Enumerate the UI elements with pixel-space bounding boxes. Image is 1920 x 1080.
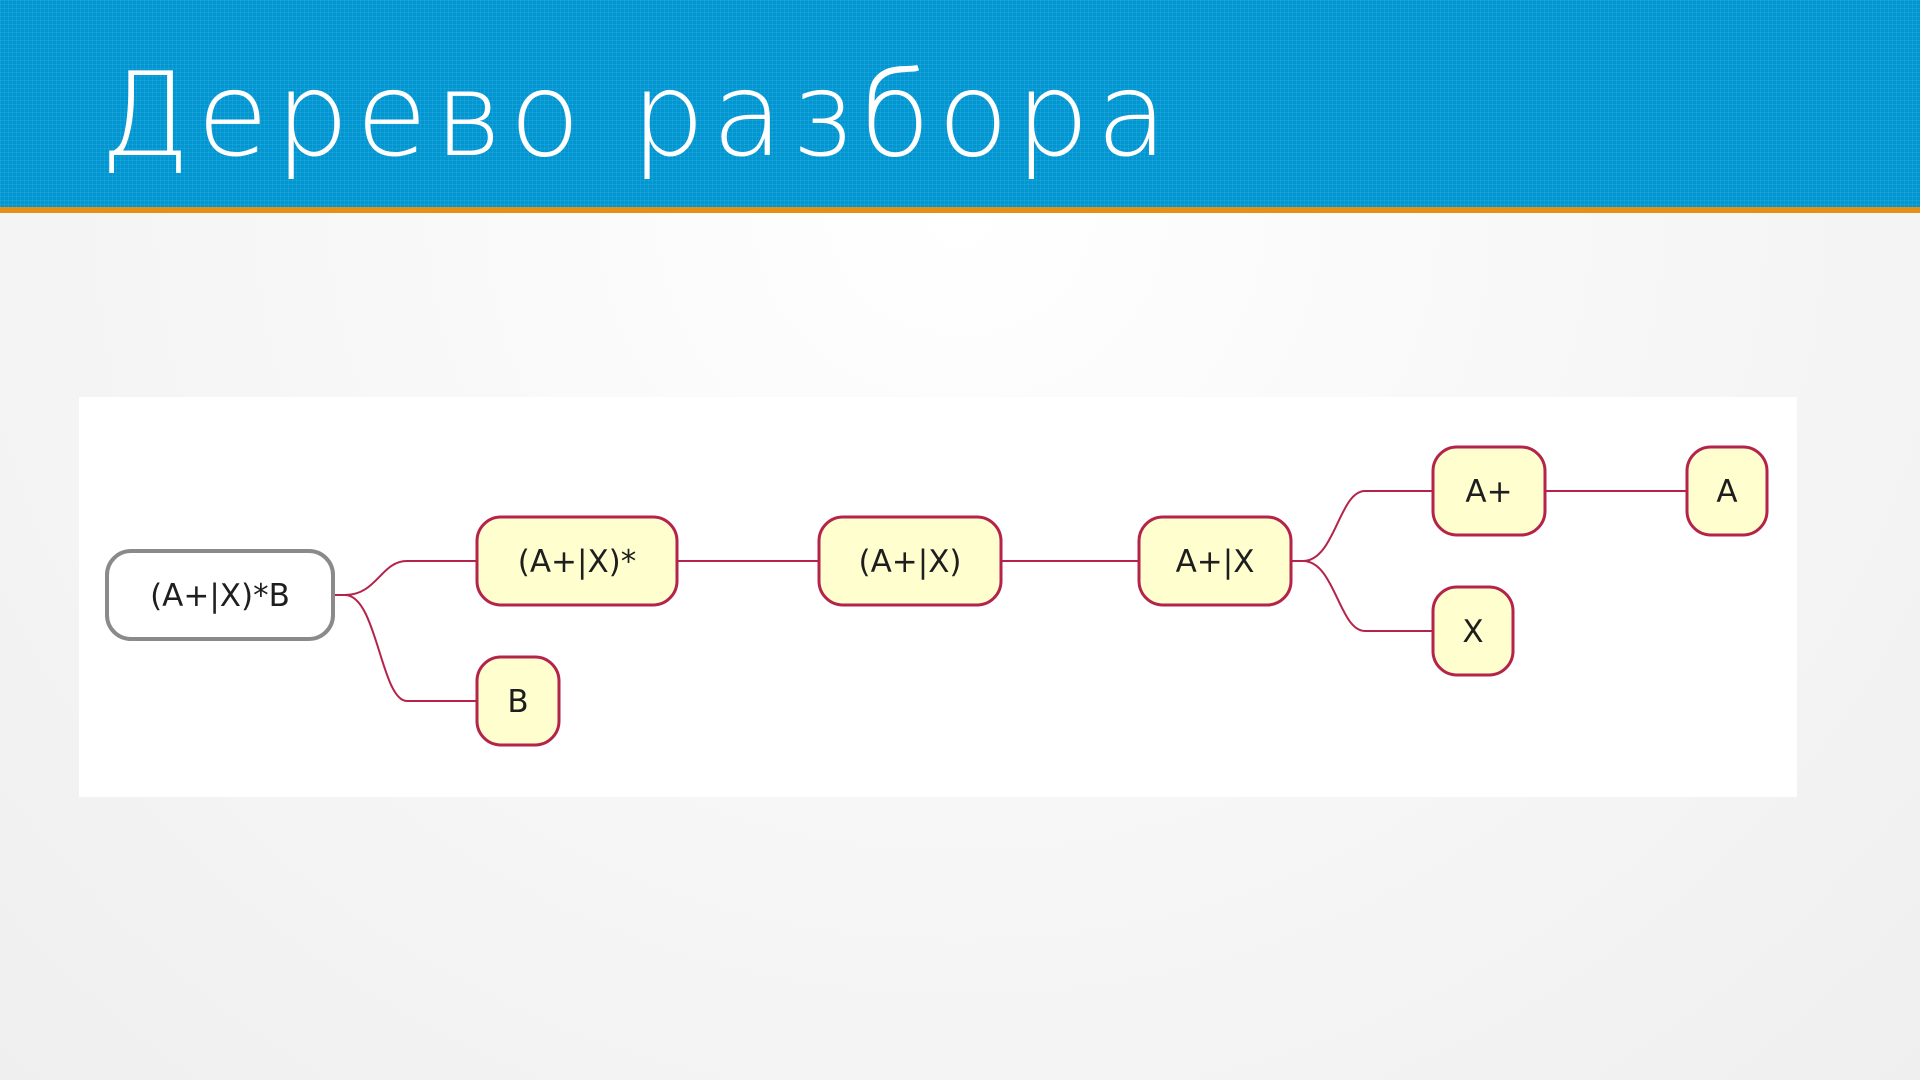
slide-header	[0, 0, 1920, 208]
node-box	[1137, 515, 1293, 607]
node-box	[1431, 445, 1547, 537]
node-box	[1431, 585, 1515, 677]
tree-nodes: (A+|X)*B(A+|X)*B(A+|X)A+|XA+XA	[105, 445, 1769, 747]
node-label: A	[1716, 474, 1737, 510]
parse-tree-canvas: (A+|X)*B(A+|X)*B(A+|X)A+|XA+XA	[105, 445, 1769, 747]
tree-edge	[333, 594, 477, 702]
node-box	[475, 515, 679, 607]
tree-node: A	[1685, 445, 1769, 537]
tree-node: B	[475, 655, 561, 747]
tree-node: X	[1431, 585, 1515, 677]
tree-node: (A+|X)	[817, 515, 1003, 607]
node-label: (A+|X)*B	[150, 578, 290, 614]
node-label: A+|X	[1176, 544, 1255, 580]
node-label: A+	[1465, 474, 1512, 510]
node-box	[817, 515, 1003, 607]
tree-edges	[333, 490, 1687, 702]
tree-edge	[333, 560, 477, 596]
slide-title: Дерево разбора	[100, 48, 1175, 183]
tree-edge	[1291, 560, 1433, 632]
node-box	[1685, 445, 1769, 537]
node-label: (A+|X)	[858, 544, 961, 580]
node-box	[475, 655, 561, 747]
tree-root-node: (A+|X)*B	[105, 549, 335, 641]
tree-node: A+|X	[1137, 515, 1293, 607]
node-label: X	[1462, 614, 1483, 650]
node-label: (A+|X)*	[518, 544, 637, 580]
tree-node: A+	[1431, 445, 1547, 537]
node-label: B	[507, 684, 528, 720]
header-divider	[0, 207, 1920, 213]
node-box	[105, 549, 335, 641]
tree-edge	[1291, 490, 1433, 562]
tree-node: (A+|X)*	[475, 515, 679, 607]
